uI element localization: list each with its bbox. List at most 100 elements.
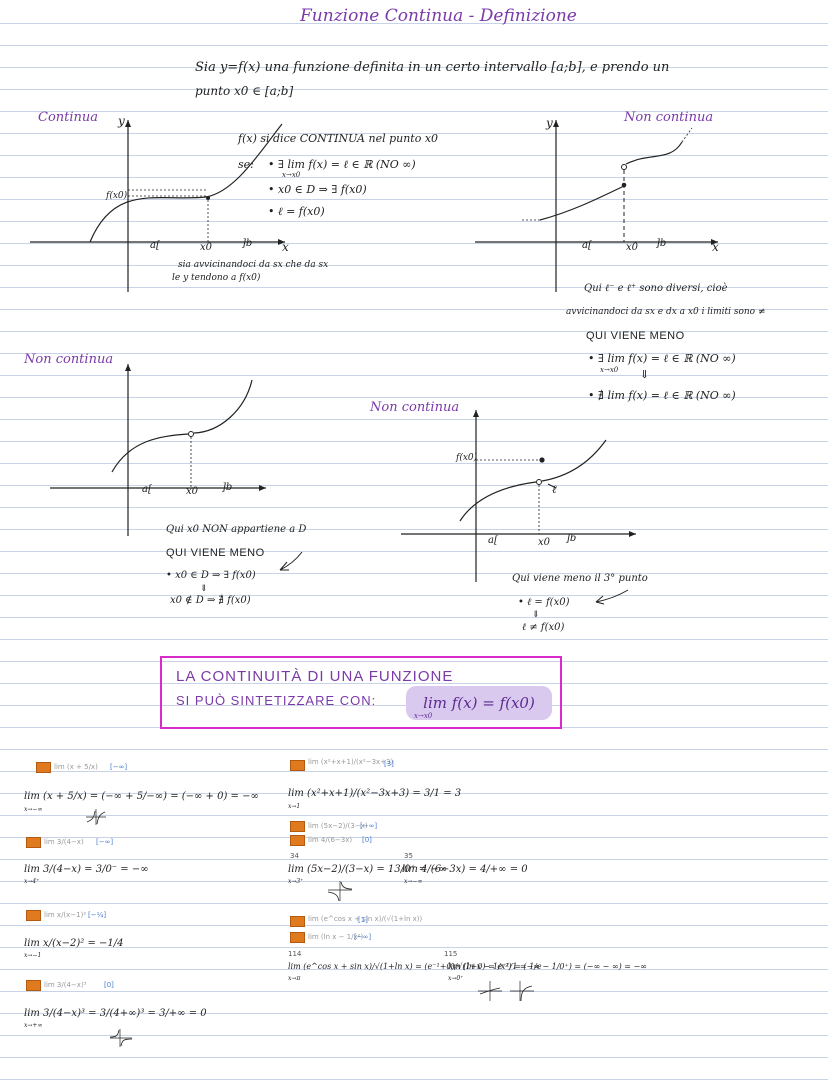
g4-pointer-arrow [595, 589, 629, 605]
ex-right-115-sub: x→0⁺ [448, 975, 464, 982]
ex-right-5-ref: lim (ln x − 1/x²) [308, 933, 364, 941]
exercise-icon [36, 762, 51, 773]
label-non-continua-1: Non continua [624, 110, 714, 125]
g2-cond-sub: x→x0 [600, 366, 619, 374]
ex-left-3-ref: lim x/(x−1)² [44, 911, 87, 919]
exercise-icon [290, 835, 305, 846]
g4-cond: • ℓ = f(x0) [518, 597, 570, 608]
ex-left-4-sol: lim 3/(4−x)³ = 3/(4+∞)³ = 3/+∞ = 0 [24, 1008, 207, 1019]
summary-box: LA CONTINUITÀ DI UNA FUNZIONE SI PUÒ SIN… [160, 656, 562, 729]
g3-note-1: Qui x0 NON appartiene a D [166, 524, 307, 535]
g2-a-label: a[ [582, 240, 592, 251]
ex-right-1-tag: [3] [384, 760, 394, 768]
ex-right-114-sub: x→π [288, 975, 301, 982]
g1-a-label: a[ [150, 240, 160, 251]
ex-left-2-ref: lim 3/(4−x) [44, 838, 84, 846]
ex-right-1-sub: x→1 [288, 803, 301, 810]
ex-left-2-sub: x→4⁺ [24, 878, 40, 885]
intro-line-2: punto x0 ∈ [a;b] [195, 84, 294, 98]
g1-note-2: le y tendono a f(x0) [172, 273, 261, 283]
exercise-icon [290, 916, 305, 927]
summary-line-2: SI PUÒ SINTETIZZARE CON: [176, 693, 377, 708]
exercise-icon [290, 760, 305, 771]
ex-right-114-sol: lim (e^cos x + sin x)/√(1+ln x) = (e⁻¹+0… [288, 962, 542, 971]
g1-y-label: y [118, 114, 125, 128]
def-cond-1: • ∃ lim f(x) = ℓ ∈ ℝ (NO ∞) [268, 158, 416, 171]
summary-formula-text: lim f(x) = f(x0) [423, 694, 535, 712]
g4-l-label: ℓ [552, 483, 557, 496]
g1-b-label: ]b [242, 238, 253, 249]
ex-right-115-sketch [478, 981, 534, 1002]
g3-b-label: ]b [222, 482, 233, 493]
label-non-continua-2: Non continua [24, 352, 114, 367]
def-cond-1-sub: x→x0 [282, 171, 301, 179]
ex-right-4-ref: lim (e^cos x + sin x)/(√(1+ln x)) [308, 915, 423, 923]
ex-number-34: 34 [290, 852, 299, 860]
ex-right-4-tag: [1] [358, 916, 368, 924]
g2-note-1: Qui ℓ⁻ e ℓ⁺ sono diversi, cioè [584, 283, 728, 294]
g2-x-label: x [712, 240, 719, 254]
summary-formula-sub: x→x0 [414, 712, 433, 720]
g2-b-label: ]b [656, 238, 667, 249]
ex-right-35-sub: x→−∞ [404, 878, 423, 885]
g1-fx0-label: f(x0) [106, 191, 128, 201]
ex-left-4-sub: x→+∞ [24, 1022, 43, 1029]
ex-right-3-tag: [0] [362, 836, 372, 844]
jump-discontinuity-graph [475, 120, 718, 292]
ex-right-1-sol: lim (x²+x+1)/(x²−3x+3) = 3/1 = 3 [288, 788, 462, 799]
ex-left-1-ref: lim (x + 5/x) [54, 763, 98, 771]
g4-arrow: ⇓ [532, 610, 540, 620]
label-continua: Continua [38, 110, 99, 125]
ex-number-35: 35 [404, 852, 413, 860]
g2-cond: • ∃ lim f(x) = ℓ ∈ ℝ (NO ∞) [588, 352, 736, 365]
intro-line-1: Sia y=f(x) una funzione definita in un c… [195, 60, 670, 75]
g3-a-label: a[ [142, 484, 152, 495]
g4-x0-label: x0 [538, 537, 551, 548]
ex-number-115: 115 [444, 950, 458, 958]
def-cond-3: • ℓ = f(x0) [268, 205, 325, 218]
ex-left-1-tag: [−∞] [110, 763, 128, 771]
g1-note-1: sia avvicinandoci da sx che da sx [178, 260, 329, 270]
removable-hole-graph [50, 364, 266, 536]
g2-note-2: avvicinandoci da sx e dx a x0 i limiti s… [566, 307, 766, 317]
exercise-icon [26, 980, 41, 991]
g3-pointer-arrow [279, 551, 303, 571]
g2-cond-neg: • ∄ lim f(x) = ℓ ∈ ℝ (NO ∞) [588, 389, 736, 402]
ex-left-4-sketch [109, 1029, 133, 1047]
g3-cond: • x0 ∈ D ⇒ ∃ f(x0) [166, 570, 256, 581]
ex-right-35-sol: lim 4/(6−3x) = 4/+∞ = 0 [402, 864, 528, 875]
g3-cond-neg: x0 ∉ D ⇒ ∄ f(x0) [170, 595, 251, 606]
ex-right-3-ref: lim 4/(6−3x) [308, 836, 353, 844]
exercise-icon [26, 837, 41, 848]
ex-number-114: 114 [288, 950, 302, 958]
g3-x0-label: x0 [186, 486, 199, 497]
def-se: se: [238, 158, 254, 171]
ex-right-2-ref: lim (5x−2)/(3−x) [308, 822, 368, 830]
def-cond-2: • x0 ∈ D ⇒ ∃ f(x0) [268, 183, 367, 196]
g4-a-label: a[ [488, 535, 498, 546]
summary-formula: lim f(x) = f(x0) [406, 686, 552, 720]
ex-right-34-sub: x→3⁺ [288, 878, 304, 885]
g4-cond-neg: ℓ ≠ f(x0) [522, 622, 565, 633]
ex-left-3-sol: lim x/(x−2)² = −1/4 [24, 938, 124, 949]
ex-left-2-sol: lim 3/(4−x) = 3/0⁻ = −∞ [24, 864, 149, 875]
continuous-function-graph [30, 120, 285, 292]
g1-x-label: x [282, 240, 289, 254]
ex-right-34-sketch [327, 881, 353, 902]
ex-left-4-tag: [0] [104, 981, 114, 989]
g4-note-1: Qui viene meno il 3° punto [512, 573, 648, 584]
ex-left-1-sub: x→−∞ [24, 806, 43, 813]
g2-note-3: QUI VIENE MENO [586, 330, 685, 342]
exercise-icon [290, 932, 305, 943]
page-title: Funzione Continua - Definizione [300, 6, 577, 26]
def-title: f(x) si dice CONTINUA nel punto x0 [238, 132, 439, 145]
ex-left-3-tag: [−¼] [88, 911, 107, 919]
exercise-icon [26, 910, 41, 921]
ex-right-2-tag: [−∞] [360, 822, 378, 830]
label-non-continua-3: Non continua [370, 400, 460, 415]
ex-right-1-ref: lim (x²+x+1)/(x²−3x+3) [308, 758, 394, 766]
g2-x0-label: x0 [626, 242, 639, 253]
point-discontinuity-graph [401, 410, 636, 582]
ex-right-115-sol: lim (ln x − 1/x²) = (−∞ − 1/0⁺) = (−∞ − … [448, 962, 647, 971]
